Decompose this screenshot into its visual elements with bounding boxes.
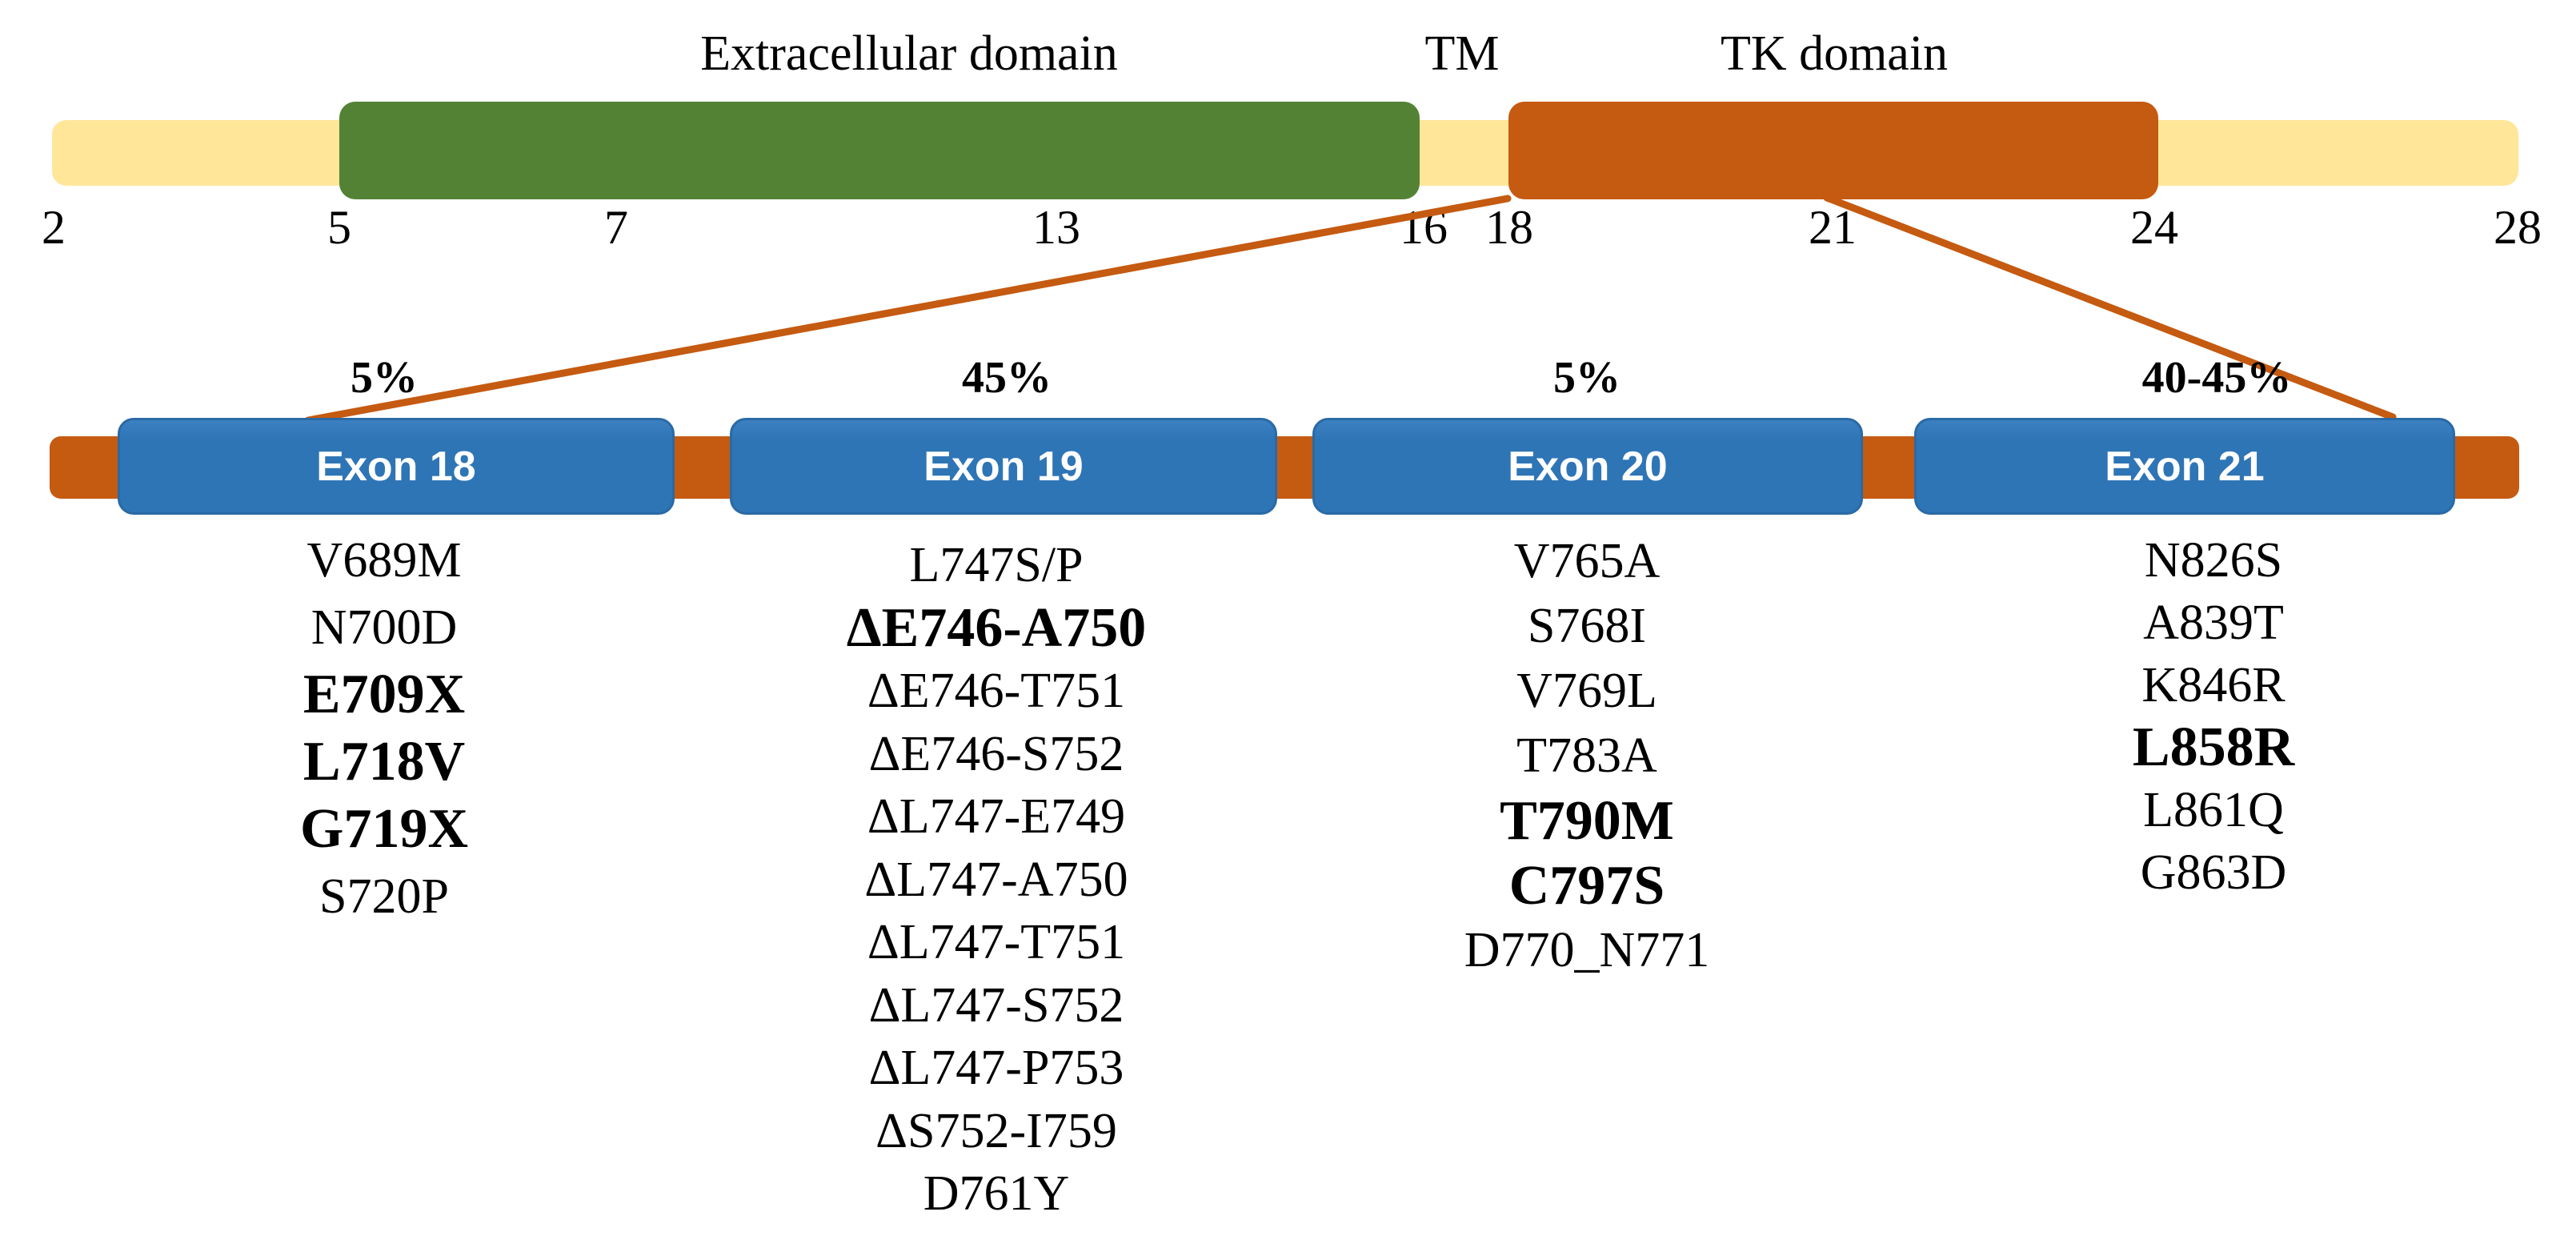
mutation-list-exon-20: V765A S768I V769L T783A T790M C797S D770… — [1283, 529, 1891, 983]
mutation-item: G719X — [300, 798, 468, 860]
mutation-item: ΔE746-A750 — [846, 596, 1147, 659]
mutation-item: ΔL747-S752 — [868, 977, 1124, 1033]
mutation-item: L861Q — [2143, 783, 2284, 837]
exon-box-18-label: Exon 18 — [316, 443, 476, 490]
mutation-item: L718V — [302, 731, 466, 793]
mutation-item: N826S — [2144, 533, 2283, 588]
mutation-item: ΔL747-P753 — [868, 1041, 1124, 1095]
mutation-list-exon-21: N826S A839T K846R L858R L861Q G863D — [1909, 529, 2518, 904]
mutation-item: K846R — [2141, 658, 2286, 712]
zoom-connector-line-left — [304, 195, 1512, 424]
mutation-item: ΔL747-A750 — [864, 852, 1128, 907]
mutation-item: L858R — [2132, 716, 2295, 778]
exon-box-19: Exon 19 — [730, 418, 1277, 515]
exon-box-21: Exon 21 — [1914, 418, 2455, 515]
mutation-item: D770_N771 — [1464, 923, 1710, 977]
axis-tick-7: 7 — [604, 201, 628, 254]
axis-tick-24: 24 — [2130, 201, 2178, 254]
exon-box-21-label: Exon 21 — [2105, 443, 2265, 490]
percent-label-exon-18: 5% — [351, 353, 418, 403]
mutation-item: ΔL747-T751 — [867, 915, 1126, 969]
mutation-item: C797S — [1508, 855, 1665, 917]
mutation-item: T790M — [1500, 790, 1674, 852]
mutation-item: N700D — [310, 600, 458, 655]
mutation-item: ΔE746-T751 — [867, 664, 1126, 718]
exon-box-18: Exon 18 — [118, 418, 675, 515]
exon-box-20-label: Exon 20 — [1508, 443, 1668, 490]
mutation-item: S720P — [319, 869, 449, 924]
percent-label-exon-19: 45% — [962, 353, 1052, 403]
domain-label-extracellular: Extracellular domain — [700, 26, 1118, 81]
mutation-item: V769L — [1516, 664, 1657, 718]
domain-label-tm: TM — [1424, 26, 1500, 81]
axis-tick-28: 28 — [2494, 201, 2542, 254]
extracellular-domain-bar — [339, 102, 1420, 199]
mutation-item: V689M — [306, 533, 462, 588]
exon-box-19-label: Exon 19 — [923, 443, 1084, 490]
mutation-item: A839T — [2143, 596, 2284, 650]
zoom-connector-line-right — [1823, 194, 2397, 421]
mutation-item: S768I — [1527, 599, 1647, 653]
percent-label-exon-21: 40-45% — [2141, 353, 2292, 403]
mutation-item: T783A — [1516, 728, 1657, 783]
percent-label-exon-20: 5% — [1553, 353, 1621, 403]
mutation-item: V765A — [1513, 534, 1661, 588]
axis-tick-13: 13 — [1032, 201, 1080, 254]
exon-box-20: Exon 20 — [1312, 418, 1863, 515]
axis-tick-5: 5 — [327, 201, 351, 254]
mutation-item: E709X — [302, 664, 466, 725]
mutation-item: ΔE746-S752 — [868, 726, 1124, 781]
axis-tick-21: 21 — [1809, 201, 1857, 254]
mutation-item: ΔS752-I759 — [875, 1103, 1117, 1158]
mutation-item: G863D — [2140, 845, 2287, 900]
tk-domain-bar — [1508, 102, 2158, 199]
mutation-item: ΔL747-E749 — [867, 789, 1126, 844]
mutation-item: L747S/P — [909, 538, 1084, 592]
mutation-list-exon-18: V689M N700D E709X L718V G719X S720P — [80, 527, 688, 930]
domain-label-tk: TK domain — [1720, 26, 1949, 81]
axis-tick-18: 18 — [1485, 201, 1533, 254]
mutation-list-exon-19: L747S/P ΔE746-A750 ΔE746-T751 ΔE746-S752… — [692, 534, 1300, 1226]
axis-tick-2: 2 — [42, 201, 66, 254]
mutation-item: D761Y — [923, 1166, 1070, 1221]
